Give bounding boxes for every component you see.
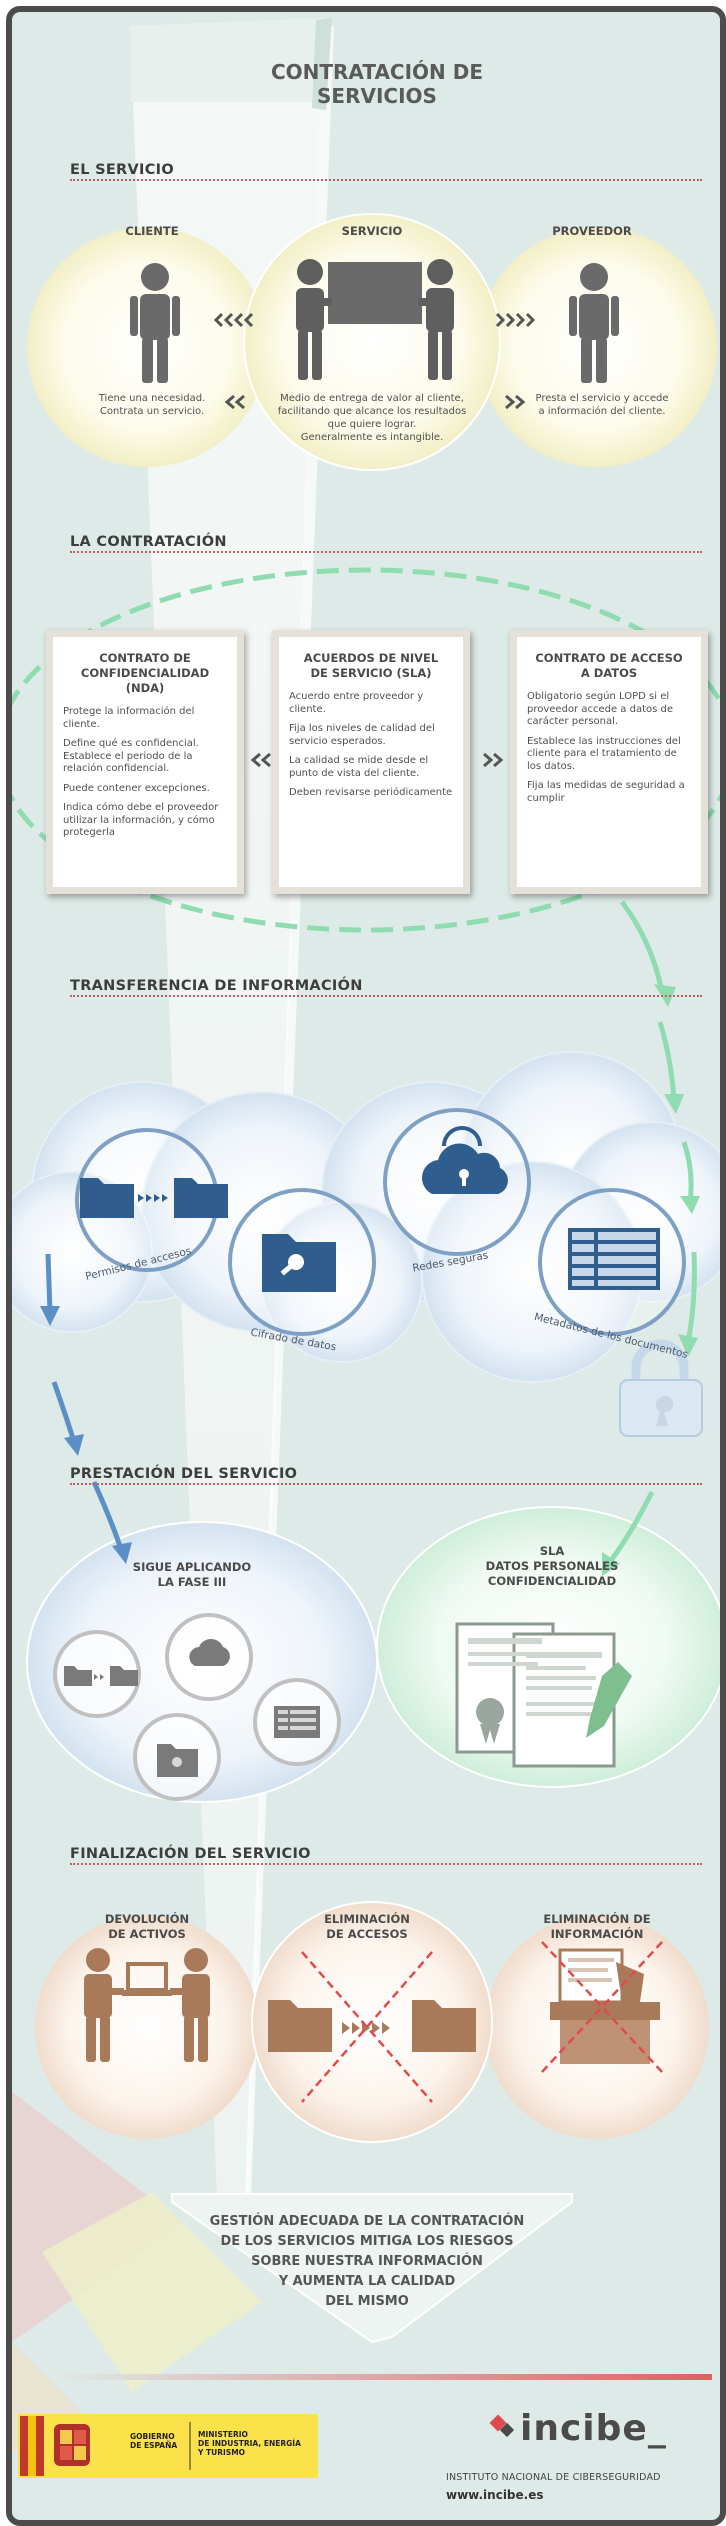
- infographic-frame: CONTRATACIÓN DE SERVICIOS EL SERVICIO CL…: [6, 6, 726, 2526]
- cloud-lock-icon: [422, 1126, 508, 1194]
- servicio-desc: Medio de entrega de valor al cliente,fac…: [277, 393, 467, 443]
- section-divider: [70, 551, 702, 553]
- key-folder-icon: [262, 1234, 336, 1292]
- section-divider: [70, 995, 702, 997]
- box-icon: [328, 262, 422, 324]
- folder-icon: [80, 1178, 228, 1218]
- section-title-contratacion: LA CONTRATACIÓN: [70, 534, 227, 550]
- padlock-icon: [619, 1339, 703, 1437]
- page-title: CONTRATACIÓN DE SERVICIOS: [270, 60, 484, 108]
- section-title-finalizacion: FINALIZACIÓN DEL SERVICIO: [70, 1846, 311, 1862]
- proveedor-label: PROVEEDOR: [552, 224, 632, 238]
- section-title-transferencia: TRANSFERENCIA DE INFORMACIÓN: [70, 978, 363, 994]
- certificate-icon: [455, 1622, 632, 1768]
- coat-of-arms-icon: [54, 2424, 90, 2466]
- incibe-brand: incibe_: [520, 2408, 667, 2449]
- section-title-servicio: EL SERVICIO: [70, 162, 174, 178]
- cliente-label: CLIENTE: [125, 224, 179, 238]
- person-icon: [130, 263, 180, 383]
- servicio-label: SERVICIO: [341, 224, 403, 238]
- section-title-prestacion: PRESTACIÓN DEL SERVICIO: [70, 1466, 298, 1482]
- cliente-desc: Tiene una necesidad.Contrata un servicio…: [98, 393, 206, 417]
- section-divider: [70, 1483, 702, 1485]
- document-list-icon: [568, 1228, 660, 1290]
- laptop-icon: [122, 1962, 172, 1996]
- section-divider: [70, 179, 702, 181]
- background-graphics: [12, 18, 720, 2478]
- section-divider: [70, 1863, 702, 1865]
- institute-name: INSTITUTO NACIONAL DE CIBERSEGURIDAD: [446, 2472, 661, 2483]
- incibe-logo-icon: [489, 2414, 515, 2438]
- website-link[interactable]: www.incibe.es: [446, 2488, 544, 2502]
